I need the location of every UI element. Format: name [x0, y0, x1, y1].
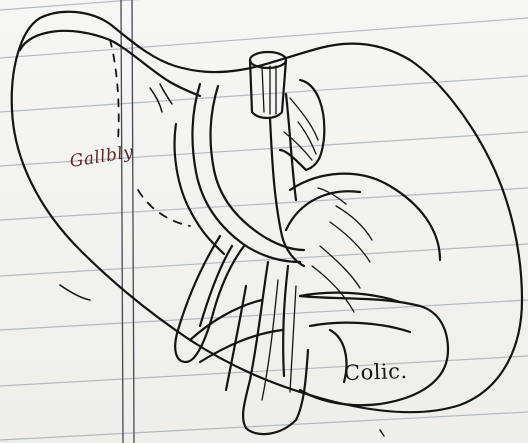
anatomy-drawing: [12, 12, 522, 436]
margin-lines: [121, 0, 134, 443]
colic-label: Colic.: [344, 359, 408, 385]
